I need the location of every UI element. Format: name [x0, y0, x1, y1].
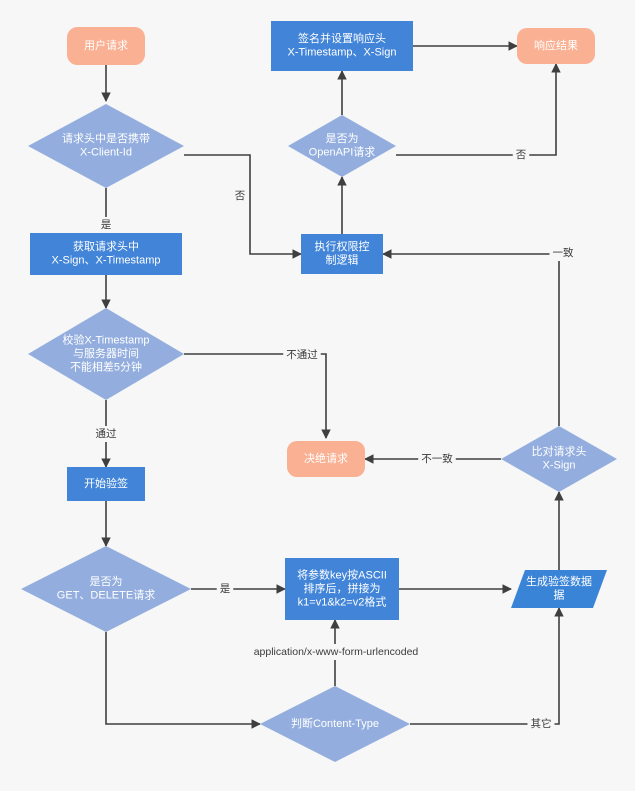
edge-judge-content-type-other-to-generate — [410, 607, 564, 725]
edge-compare-sign-match-to-auth-control — [382, 249, 560, 426]
node-sign-and-set-headers[interactable]: 签名并设置响应头 X-Timestamp、X-Sign — [271, 21, 413, 71]
node-label-line: 判断Content-Type — [291, 716, 379, 730]
node-label-line: 是否为 — [326, 132, 359, 145]
label-content-type-other: 其它 — [527, 716, 555, 732]
node-compare-sign[interactable]: 比对请求头 X-Sign — [501, 426, 617, 492]
node-shape-decision — [28, 308, 184, 400]
edge-label-background — [527, 716, 555, 732]
node-label-line: X-Timestamp、X-Sign — [287, 47, 396, 59]
node-label-line: GET、DELETE请求 — [57, 589, 155, 602]
node-label-line: 是否为 — [90, 575, 123, 588]
edge-label-text: application/x-www-form-urlencoded — [254, 646, 419, 658]
node-judge-content-type[interactable]: 判断Content-Type — [260, 686, 410, 762]
label-sign-match: 一致 — [549, 245, 577, 261]
edge-is-openapi-no-to-response-result — [396, 63, 561, 156]
node-shape-decision — [260, 686, 410, 762]
label-content-type-form: application/x-www-form-urlencoded — [240, 644, 432, 660]
node-shape-terminator — [67, 27, 145, 65]
edge-label-background — [216, 581, 234, 597]
edge-check-timestamp-fail-to-reject — [184, 353, 331, 439]
node-label-line: 排序后，拼接为 — [304, 581, 381, 595]
node-label-line: 据 — [554, 588, 565, 602]
node-label-line: X-Client-Id — [80, 147, 132, 159]
node-label-line: 制逻辑 — [326, 253, 359, 267]
node-shape-decision — [288, 115, 396, 177]
node-label-line: OpenAPI请求 — [309, 146, 376, 159]
node-label-line: X-Sign、X-Timestamp — [51, 255, 160, 267]
label-yes-client-id: 是 — [97, 217, 115, 233]
edge-label-text: 不通过 — [286, 348, 318, 361]
edge-label-text: 是 — [101, 219, 112, 231]
node-user-request[interactable]: 用户请求 — [67, 27, 145, 65]
node-label-line: k1=v1&k2=v2格式 — [298, 594, 387, 608]
node-shape-decision — [21, 546, 191, 632]
node-label-line: 不能相差5分钟 — [70, 359, 142, 373]
edge-label-background — [418, 451, 456, 467]
edge-has-client-id-no-to-auth-control — [184, 154, 302, 259]
label-not-openapi: 否 — [512, 147, 530, 163]
node-label-line: 与服务器时间 — [73, 347, 139, 360]
node-shape-terminator — [287, 441, 365, 477]
edge-label-text: 是 — [220, 583, 231, 595]
edge-is-get-delete-no-to-judge-content-type — [105, 632, 261, 729]
edge-label-background — [549, 245, 577, 261]
node-shape-process — [67, 467, 145, 501]
edge-label-layer: 否是不通过通过是application/x-www-form-urlencode… — [92, 147, 577, 732]
node-label-line: 签名并设置响应头 — [298, 31, 386, 45]
edge-label-text: 否 — [235, 190, 246, 202]
node-label-line: 获取请求头中 — [73, 240, 139, 253]
node-label-line: 请求头中是否携带 — [62, 131, 150, 145]
node-label-line: 执行权限控 — [315, 239, 370, 253]
node-label-line: 校验X-Timestamp — [63, 332, 150, 346]
node-shape-process — [30, 233, 182, 275]
edge-label-background — [97, 217, 115, 233]
edge-label-text: 其它 — [531, 717, 552, 730]
node-shape-terminator — [517, 28, 595, 64]
edge-label-text: 否 — [516, 149, 527, 161]
node-start-verify[interactable]: 开始验签 — [67, 467, 145, 501]
edge-label-background — [240, 644, 432, 660]
node-shape-process — [271, 21, 413, 71]
edge-label-background — [231, 188, 249, 204]
node-label-line: 比对请求头 — [532, 444, 587, 458]
edge-label-text: 不一致 — [421, 452, 453, 465]
node-label-line: 响应结果 — [534, 38, 578, 52]
node-has-client-id[interactable]: 请求头中是否携带 X-Client-Id — [28, 104, 184, 188]
edge-label-text: 一致 — [553, 246, 574, 259]
label-no-client-id: 否 — [231, 188, 249, 204]
node-label-line: 将参数key按ASCII — [297, 567, 387, 581]
node-label-line: X-Sign — [542, 460, 575, 472]
node-shape-io — [511, 570, 607, 608]
node-shape-decision — [28, 104, 184, 188]
node-label-line: 决绝请求 — [304, 451, 348, 465]
edge-label-text: 通过 — [96, 427, 117, 440]
edge-label-background — [92, 426, 120, 442]
node-label-line: 用户请求 — [84, 38, 128, 52]
node-label-line: 开始验签 — [84, 476, 128, 490]
node-reject-request[interactable]: 决绝请求 — [287, 441, 365, 477]
label-yes-get-delete: 是 — [216, 581, 234, 597]
label-sign-mismatch: 不一致 — [418, 451, 456, 467]
node-shape-process — [285, 558, 399, 620]
node-label-line: 生成验签数据 — [526, 574, 592, 588]
label-timestamp-pass: 通过 — [92, 426, 120, 442]
label-timestamp-fail: 不通过 — [283, 347, 321, 363]
node-shape-decision — [501, 426, 617, 492]
node-get-headers[interactable]: 获取请求头中 X-Sign、X-Timestamp — [30, 233, 182, 275]
node-response-result[interactable]: 响应结果 — [517, 28, 595, 64]
node-shape-process — [301, 234, 383, 274]
edge-label-background — [512, 147, 530, 163]
edge-label-background — [283, 347, 321, 363]
